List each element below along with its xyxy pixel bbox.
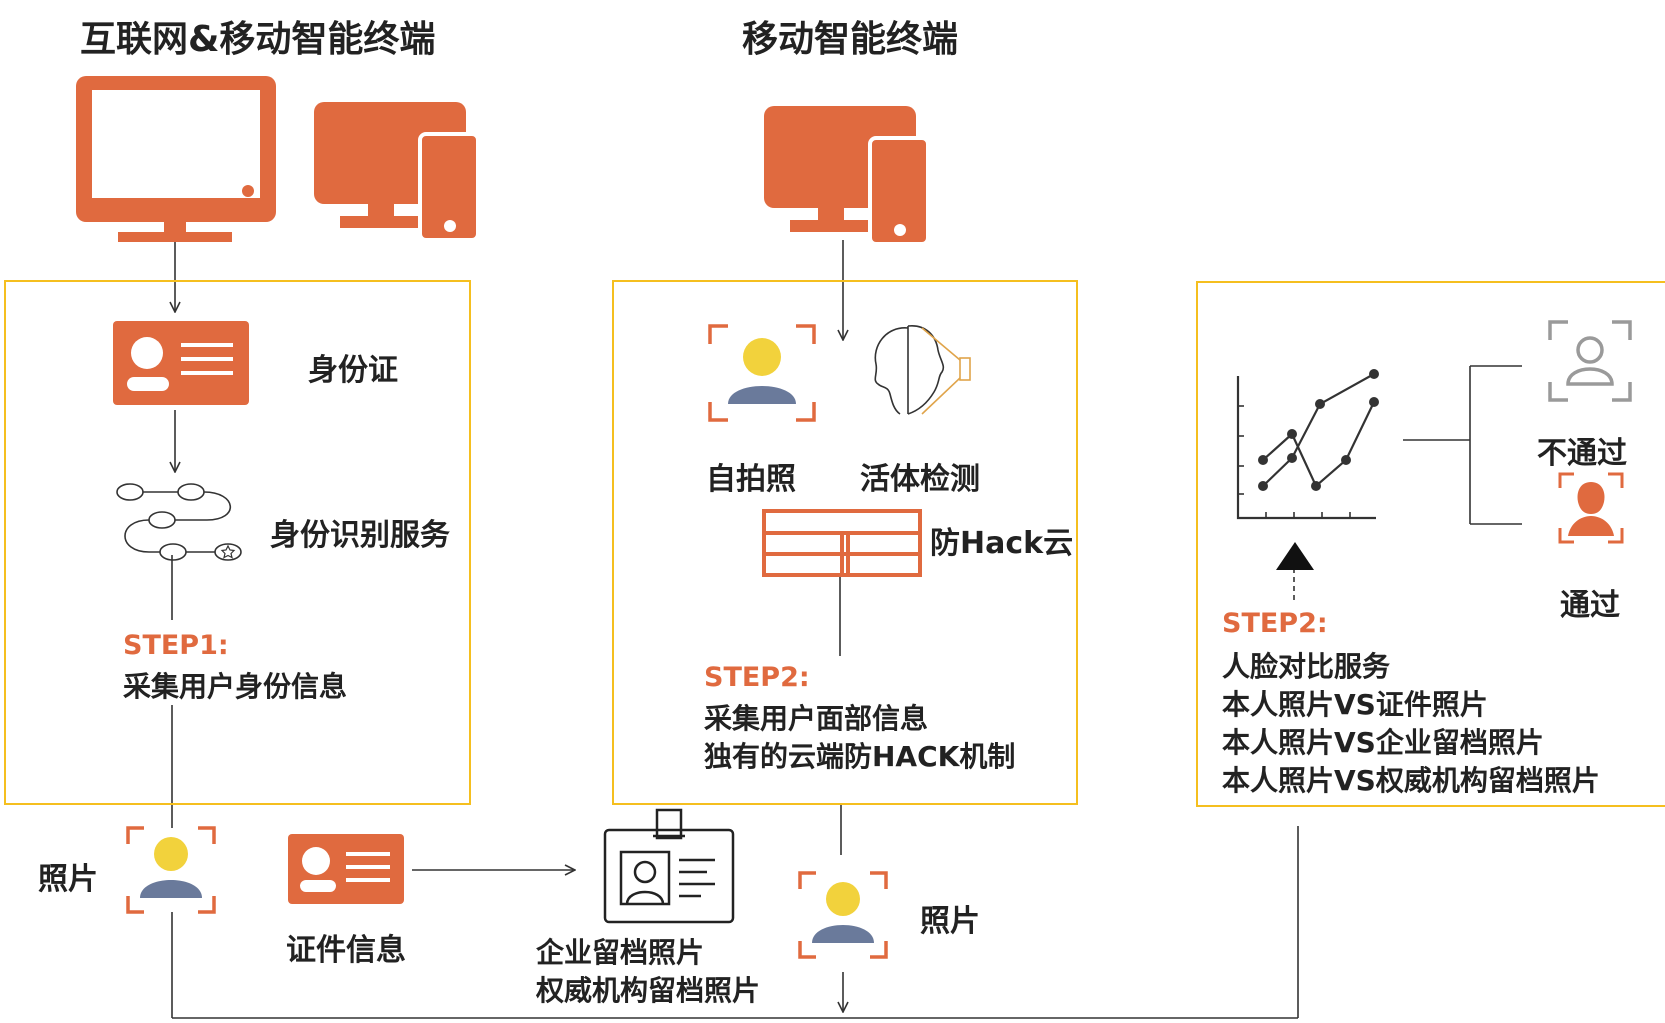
fail-label: 不通过 bbox=[1537, 436, 1627, 471]
step2-compare-line2: 本人照片VS证件照片 bbox=[1222, 688, 1488, 721]
liveness-label: 活体检测 bbox=[860, 462, 980, 497]
id-service-label: 身份识别服务 bbox=[270, 518, 450, 553]
step2-compare-box bbox=[1196, 281, 1665, 807]
pass-label: 通过 bbox=[1560, 588, 1620, 623]
header-left: 互联网&移动智能终端 bbox=[80, 19, 436, 60]
triangle-up-icon bbox=[1276, 542, 1314, 570]
step2-collect-line2: 独有的云端防HACK机制 bbox=[704, 740, 1016, 773]
archive-line1: 企业留档照片 bbox=[536, 936, 705, 969]
step2-collect-title: STEP2: bbox=[704, 662, 810, 693]
photo-label-right: 照片 bbox=[920, 904, 980, 939]
antihack-label: 防Hack云 bbox=[930, 526, 1074, 561]
header-middle: 移动智能终端 bbox=[742, 19, 959, 60]
desktop-phone-icon-middle bbox=[764, 106, 930, 246]
photo-label-left: 照片 bbox=[38, 862, 98, 897]
archive-line2: 权威机构留档照片 bbox=[536, 974, 761, 1007]
step2-compare-line3: 本人照片VS企业留档照片 bbox=[1222, 726, 1544, 759]
face-frame-icon bbox=[708, 324, 816, 422]
step1-desc: 采集用户身份信息 bbox=[123, 670, 348, 703]
step2-compare-title: STEP2: bbox=[1222, 608, 1328, 639]
face-frame-icon-left bbox=[126, 826, 216, 914]
step2-compare-line1: 人脸对比服务 bbox=[1222, 650, 1391, 683]
step2-collect-line1: 采集用户面部信息 bbox=[704, 702, 929, 735]
desktop-phone-icon bbox=[314, 102, 480, 242]
cert-label: 证件信息 bbox=[286, 933, 406, 968]
id-card-label: 身份证 bbox=[308, 353, 398, 388]
person-scan-icon bbox=[1558, 472, 1624, 544]
face-frame-icon-right bbox=[798, 871, 888, 959]
brick-wall-icon bbox=[762, 509, 922, 577]
route-icon bbox=[116, 483, 242, 561]
line-chart-icon bbox=[1236, 369, 1379, 520]
step2-compare-line4: 本人照片VS权威机构留档照片 bbox=[1222, 764, 1600, 797]
step1-box bbox=[4, 280, 471, 805]
id-card-icon-bottom bbox=[288, 834, 404, 904]
step2-collect-box bbox=[612, 280, 1078, 805]
selfie-label: 自拍照 bbox=[706, 462, 796, 497]
monitor-icon bbox=[76, 76, 276, 242]
user-scan-icon bbox=[1548, 320, 1632, 402]
id-card-icon bbox=[113, 321, 249, 405]
face-profile-scan-icon bbox=[874, 325, 971, 415]
employee-badge-icon bbox=[603, 808, 735, 924]
step1-title: STEP1: bbox=[123, 630, 229, 661]
